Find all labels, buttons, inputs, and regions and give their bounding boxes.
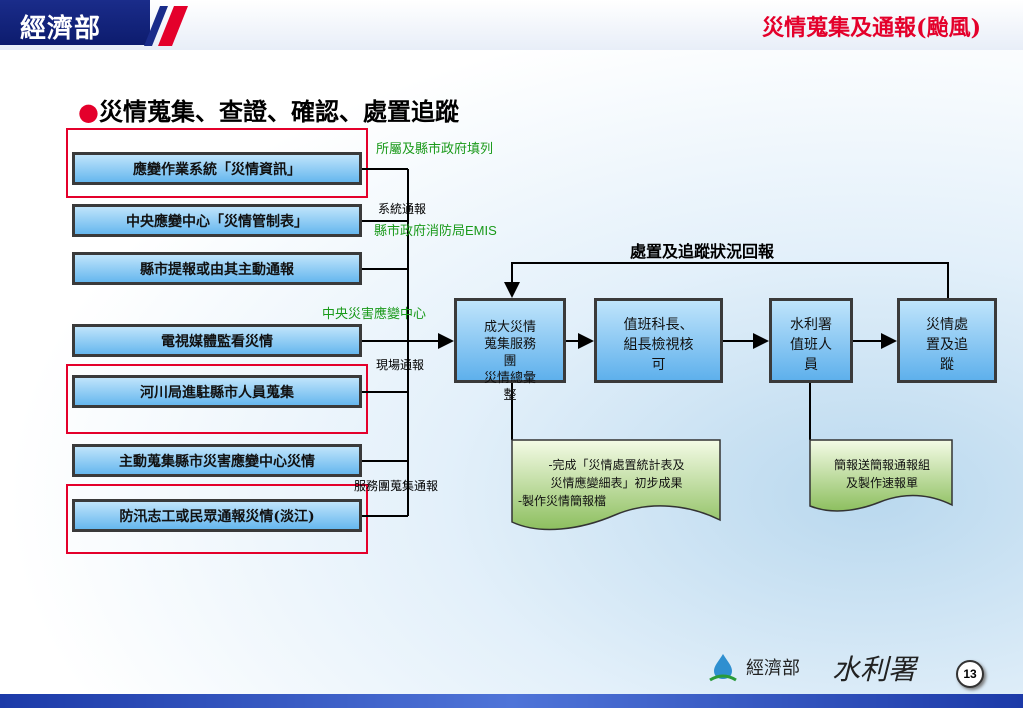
note-system-report: 系統通報 bbox=[378, 202, 427, 216]
page-title: 災情蒐集及通報(颱風) bbox=[762, 15, 981, 41]
page-number: 13 bbox=[956, 660, 984, 688]
step-wra-duty: 水利署 值班人 員 bbox=[769, 298, 853, 383]
step-wra-duty-line-3: 員 bbox=[804, 357, 818, 373]
step-wra-duty-line-1: 水利署 bbox=[790, 317, 832, 333]
step-service-team: 成大災情 蒐集服務 團 災情總彙 整 bbox=[454, 298, 566, 403]
heading-text: 災情蒐集、查證、確認、處置追蹤 bbox=[98, 97, 459, 126]
step-disposal-tracking-line-2: 置及追 bbox=[926, 337, 968, 353]
footer-agency: 水利署 bbox=[832, 653, 917, 686]
note-central-center: 中央災害應變中心 bbox=[322, 306, 427, 321]
document-briefing-text: 簡報送簡報通報組 及製作速報單 bbox=[812, 456, 952, 492]
document-summary-line-2: 災情應變細表」初步成果 bbox=[550, 476, 683, 490]
highlight-frame-2 bbox=[66, 364, 368, 434]
step-service-team-line-2: 蒐集服務 bbox=[483, 337, 536, 352]
source-county-report: 縣市提報或由其主動通報 bbox=[72, 252, 362, 285]
step-chief-review: 值班科長、 組長檢視核 可 bbox=[594, 298, 723, 383]
logo-slash-icon bbox=[144, 6, 188, 46]
note-field-report: 現場通報 bbox=[376, 358, 425, 372]
step-disposal-tracking: 災情處 置及追 蹤 bbox=[897, 298, 997, 383]
wra-logo-icon bbox=[709, 654, 737, 682]
source-volunteer-report: 防汛志工或民眾通報災情(淡江) bbox=[72, 499, 362, 532]
document-summary-text: -完成「災情處置統計表及 災情應變細表」初步成果 -製作災情簡報檔 bbox=[514, 456, 719, 510]
feedback-label: 處置及追蹤狀況回報 bbox=[630, 242, 775, 261]
step-chief-review-line-1: 值班科長、 bbox=[623, 317, 694, 333]
footer-bar bbox=[0, 694, 1023, 708]
ministry-logo-block: 經濟部 bbox=[0, 0, 150, 45]
document-briefing-line-2: 及製作速報單 bbox=[845, 476, 918, 490]
ministry-logo-text: 經濟部 bbox=[20, 14, 102, 44]
source-central-control-table: 中央應變中心「災情管制表」 bbox=[72, 204, 362, 237]
note-emis: 縣市政府消防局EMIS bbox=[374, 223, 497, 238]
document-icon bbox=[511, 439, 721, 531]
document-summary-line-3: -製作災情簡報檔 bbox=[518, 494, 607, 508]
step-chief-review-line-2: 組長檢視核 bbox=[623, 337, 694, 353]
bullet-icon: ● bbox=[78, 97, 99, 126]
source-emergency-system: 應變作業系統「災情資訊」 bbox=[72, 152, 362, 185]
step-service-team-line-3: 團 bbox=[503, 354, 517, 369]
step-service-team-line-1: 成大災情 bbox=[483, 320, 536, 335]
footer-ministry: 經濟部 bbox=[746, 658, 800, 679]
step-disposal-tracking-line-3: 蹤 bbox=[940, 357, 954, 373]
document-summary-line-1: -完成「災情處置統計表及 bbox=[548, 458, 685, 472]
source-county-disaster-center: 主動蒐集縣市災害應變中心災情 bbox=[72, 444, 362, 477]
section-heading: ●災情蒐集、查證、確認、處置追蹤 bbox=[78, 92, 459, 127]
step-service-team-line-4: 災情總彙 bbox=[483, 371, 536, 386]
source-tv-monitoring: 電視媒體監看災情 bbox=[72, 324, 362, 357]
highlight-frame-3 bbox=[66, 484, 368, 554]
document-briefing-line-1: 簡報送簡報通報組 bbox=[833, 458, 930, 472]
note-service-team-report: 服務團蒐集通報 bbox=[354, 479, 439, 493]
source-river-bureau: 河川局進駐縣市人員蒐集 bbox=[72, 375, 362, 408]
step-disposal-tracking-line-1: 災情處 bbox=[926, 317, 968, 333]
document-icon bbox=[809, 439, 953, 512]
note-county-fill: 所屬及縣市政府填列 bbox=[376, 141, 494, 156]
step-chief-review-line-3: 可 bbox=[651, 357, 666, 373]
highlight-frame-1 bbox=[66, 128, 368, 198]
step-service-team-line-5: 整 bbox=[503, 388, 517, 403]
step-wra-duty-line-2: 值班人 bbox=[790, 337, 832, 353]
